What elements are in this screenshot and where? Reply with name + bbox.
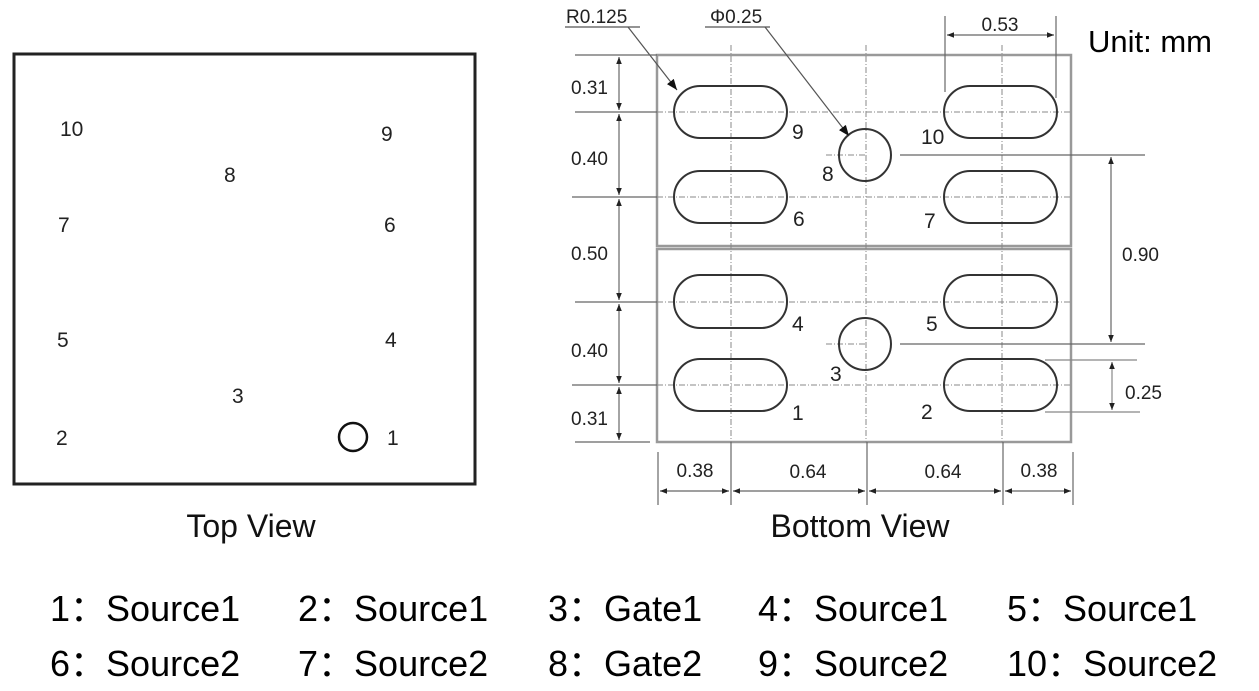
- legend-item: 5：Source1: [1007, 588, 1198, 629]
- pad-3-gate: [838, 317, 892, 371]
- pad-4: [673, 274, 788, 329]
- bottom-dimensions: [657, 442, 1074, 505]
- bottom-view: 9 8 10 6 7 4 5 3 1 2 R0.125 Φ0.25: [565, 7, 1162, 544]
- top-pin-label: 2: [56, 427, 68, 450]
- legend-item: 2：Source1: [298, 588, 489, 629]
- dim-label-pad-height: 0.25: [1125, 383, 1162, 404]
- bottom-view-caption: Bottom View: [770, 508, 950, 544]
- legend-item: 4：Source1: [758, 588, 949, 629]
- legend-item: 6：Source2: [50, 643, 241, 684]
- legend-item: 10：Source2: [1007, 643, 1218, 684]
- dim-label-bottom: 0.64: [790, 462, 827, 483]
- legend-item: 3：Gate1: [548, 588, 703, 629]
- top-pin-label: 3: [232, 385, 244, 408]
- legend-item: 1：Source1: [50, 588, 241, 629]
- pad-width-dimension: [944, 16, 1057, 98]
- diameter-callout-label: Φ0.25: [710, 7, 762, 28]
- pad-5: [943, 274, 1058, 329]
- dim-label-gate-pitch: 0.90: [1122, 245, 1159, 266]
- radius-callout-label: R0.125: [566, 7, 627, 28]
- top-pin-label: 10: [60, 118, 83, 141]
- pads: [673, 85, 1058, 412]
- dim-label-left: 0.31: [571, 78, 608, 99]
- dim-label-left: 0.31: [571, 409, 608, 430]
- pad-height-dimension: [1045, 359, 1140, 413]
- top-pin-label: 6: [384, 214, 396, 237]
- gate-pitch-dimension: [900, 154, 1145, 345]
- pad-label: 6: [793, 208, 805, 231]
- top-pin-label: 1: [387, 427, 399, 450]
- dim-label-left: 0.40: [571, 149, 608, 170]
- pad-2: [943, 358, 1058, 412]
- pad-label: 10: [921, 126, 944, 149]
- top-pin-label: 8: [224, 164, 236, 187]
- legend-item: 9：Source2: [758, 643, 949, 684]
- top-view-caption: Top View: [186, 508, 316, 544]
- unit-label: Unit: mm: [1088, 24, 1212, 59]
- top-view: 10 9 8 7 6 5 4 3 2 1 Top View: [12, 52, 477, 544]
- center-lines: [657, 45, 1071, 442]
- dim-label-bottom: 0.64: [925, 462, 962, 483]
- pin1-marker-icon: [337, 421, 369, 453]
- legend-item: 7：Source2: [298, 643, 489, 684]
- pad-label: 8: [822, 163, 834, 186]
- dim-label-left: 0.40: [571, 341, 608, 362]
- top-pin-label: 7: [58, 214, 70, 237]
- pad-label: 9: [792, 121, 804, 144]
- pad-9: [673, 85, 788, 139]
- pad-8-gate: [838, 128, 892, 182]
- legend-item: 8：Gate2: [548, 643, 703, 684]
- dim-label-left: 0.50: [571, 244, 608, 265]
- pad-1: [673, 358, 788, 412]
- pad-label: 3: [830, 363, 842, 386]
- top-view-outline: [12, 52, 477, 486]
- pad-label: 2: [921, 401, 933, 424]
- left-dimensions: [572, 54, 657, 443]
- top-pin-label: 9: [381, 123, 393, 146]
- package-outline-upper: [655, 53, 1073, 248]
- diameter-callout: Φ0.25: [705, 7, 850, 137]
- pad-7: [943, 170, 1058, 224]
- pad-6: [673, 170, 788, 224]
- dim-label-pad-width: 0.53: [982, 15, 1019, 36]
- pad-10: [943, 85, 1058, 139]
- top-pin-label: 5: [57, 329, 69, 352]
- radius-callout: R0.125: [565, 7, 678, 91]
- pad-label: 7: [924, 210, 936, 233]
- dim-label-bottom: 0.38: [677, 461, 714, 482]
- pad-label: 5: [926, 313, 938, 336]
- top-pin-label: 4: [385, 329, 397, 352]
- pad-label: 4: [792, 313, 804, 336]
- dim-label-bottom: 0.38: [1021, 461, 1058, 482]
- pad-label: 1: [792, 402, 804, 425]
- package-outline-lower: [655, 247, 1073, 444]
